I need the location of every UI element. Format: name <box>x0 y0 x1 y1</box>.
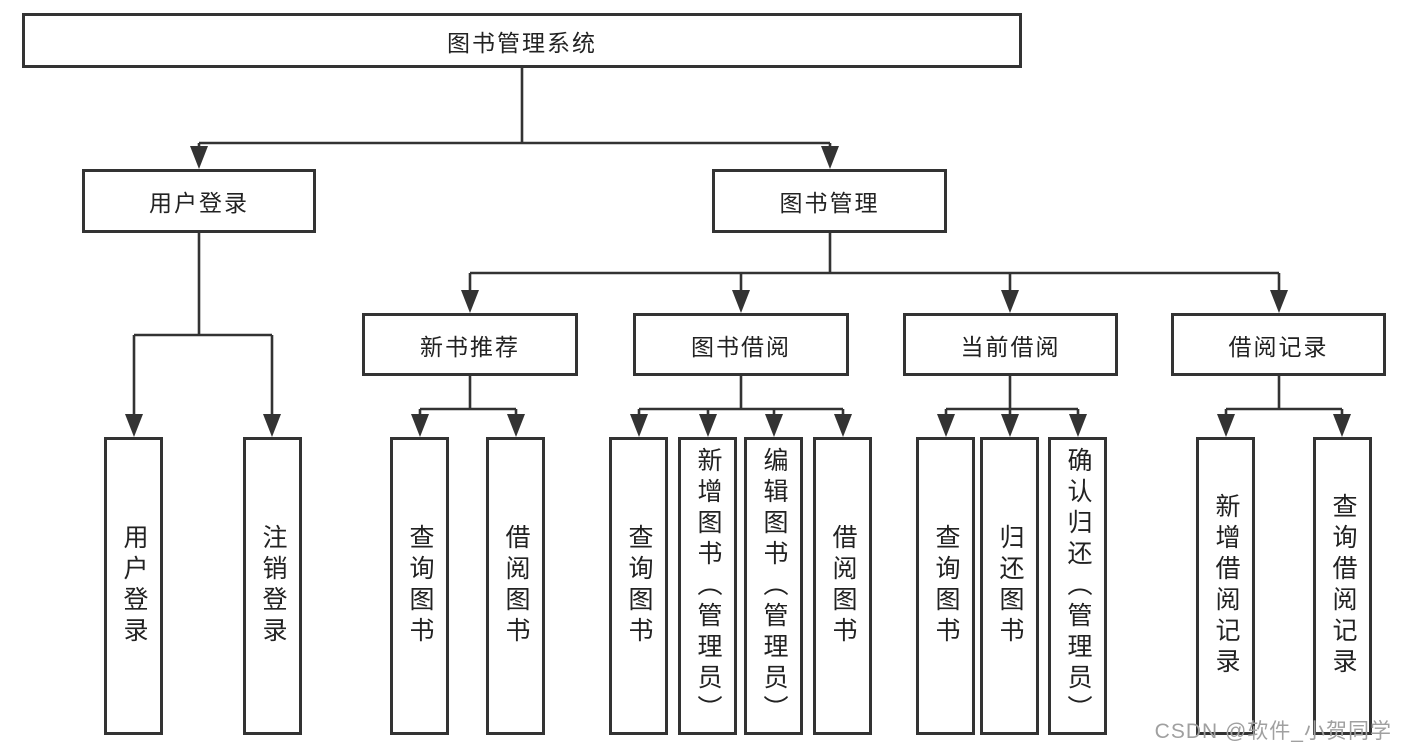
leaf-query-books-current: 查询图书 <box>916 437 975 735</box>
leaf-borrow-books-recommend: 借阅图书 <box>486 437 545 735</box>
node-book-borrow: 图书借阅 <box>633 313 849 376</box>
leaf-confirm-return-admin: 确认归还（管理员） <box>1048 437 1107 735</box>
leaf-query-books-borrow: 查询图书 <box>609 437 668 735</box>
leaf-add-borrow-record: 新增借阅记录 <box>1196 437 1255 735</box>
leaf-add-book-admin: 新增图书（管理员） <box>678 437 737 735</box>
node-current-borrow: 当前借阅 <box>903 313 1118 376</box>
leaf-return-book: 归还图书 <box>980 437 1039 735</box>
node-user-login: 用户登录 <box>82 169 316 233</box>
leaf-user-login: 用户登录 <box>104 437 163 735</box>
leaf-logout: 注销登录 <box>243 437 302 735</box>
node-root: 图书管理系统 <box>22 13 1022 68</box>
leaf-edit-book-admin: 编辑图书（管理员） <box>744 437 803 735</box>
node-book-management: 图书管理 <box>712 169 947 233</box>
csdn-watermark: CSDN @软件_小贺同学 <box>1154 720 1392 743</box>
node-borrow-records: 借阅记录 <box>1171 313 1386 376</box>
node-new-book-recommend: 新书推荐 <box>362 313 578 376</box>
leaf-query-books-recommend: 查询图书 <box>390 437 449 735</box>
leaf-query-borrow-record: 查询借阅记录 <box>1313 437 1372 735</box>
leaf-borrow-books: 借阅图书 <box>813 437 872 735</box>
